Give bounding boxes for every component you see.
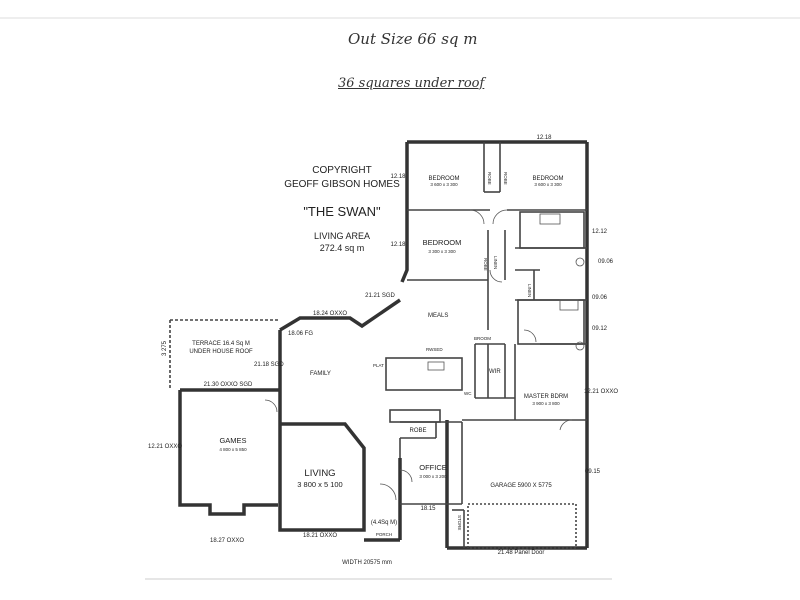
dim-1221-right: 12.21 OXXO <box>584 389 618 395</box>
family-label: FAMILY <box>310 371 331 377</box>
dim-2148: 21.48 Panel Door <box>498 550 545 556</box>
dim-1821: 18.21 OXXO <box>303 533 337 539</box>
dim-1827: 18.27 OXXO <box>210 538 244 544</box>
bedroom2-name: BEDROOM <box>532 176 563 182</box>
dim-3275: 3 275 <box>162 340 168 356</box>
rwsed-label: RWSED <box>426 347 443 352</box>
dim-1221-left: 12.21 OXXO <box>148 444 182 450</box>
dim-2121-sgd: 21.21 SGD <box>365 293 395 299</box>
bedroom2-size: 3 600 x 3 300 <box>534 182 562 187</box>
terrace-sub: UNDER HOUSE ROOF <box>189 349 253 355</box>
model-name: "THE SWAN" <box>303 204 381 219</box>
garage-label: GARAGE 5900 X 5775 <box>490 483 552 489</box>
wc-label: WC <box>464 391 472 396</box>
office-name: OFFICE <box>419 463 447 472</box>
dim-1806: 18.06 FG <box>288 331 313 337</box>
fixtures <box>427 213 585 371</box>
porch-area: (4.4Sq M) <box>371 520 397 526</box>
dim-2118: 21.18 SGD <box>254 362 284 368</box>
master-name: MASTER BDRM <box>524 394 568 400</box>
meals-label: MEALS <box>428 313 448 319</box>
living-size: 3 800 x 5 100 <box>297 480 342 489</box>
dim-2130: 21.30 OXXO SGD <box>204 382 253 388</box>
dim-0915: 09.15 <box>585 469 601 475</box>
door-swings <box>264 209 573 501</box>
dim-0912: 09.12 <box>592 326 608 332</box>
dim-1212: 12.12 <box>592 229 608 235</box>
robe-b-label: ROBE <box>503 172 508 185</box>
living-area-value: 272.4 sq m <box>319 243 365 253</box>
dim-width: WIDTH 20575 mm <box>342 560 392 566</box>
internal-walls <box>169 142 587 549</box>
games-name: GAMES <box>219 436 246 445</box>
linen1-label: LINEN <box>493 256 498 269</box>
bedroom3-size: 3 300 x 3 300 <box>428 249 456 254</box>
bedroom1-size: 3 600 x 3 300 <box>430 182 458 187</box>
living-name: LIVING <box>304 468 335 479</box>
living-area-label: LIVING AREA <box>313 231 371 241</box>
title-block: COPYRIGHT GEOFF GIBSON HOMES "THE SWAN" … <box>262 165 422 253</box>
robe-c-label: ROBE <box>483 258 488 271</box>
bedroom1-name: BEDROOM <box>428 176 459 182</box>
office-size: 3 000 x 3 200 <box>419 474 447 479</box>
plat-label: PLAT <box>373 363 384 368</box>
robe-d-label: ROBE <box>409 428 426 434</box>
dim-1218-left-a: 12.18 <box>390 174 406 180</box>
store-label: STORE <box>457 515 462 530</box>
bedroom3-name: BEDROOM <box>423 238 462 247</box>
dim-1815: 18.15 <box>420 506 436 512</box>
dim-1218-top: 12.18 <box>536 135 552 141</box>
dim-0906-a: 09.06 <box>598 259 614 265</box>
terrace-name: TERRACE 16.4 Sq M <box>192 341 250 347</box>
handwritten-note-squares: 36 squares under roof <box>338 76 485 91</box>
builder-name: GEOFF GIBSON HOMES <box>284 179 400 190</box>
linen2-label: LINEN <box>527 284 532 297</box>
porch-label: PORCH <box>376 532 392 537</box>
wir-label: WIR <box>489 369 501 375</box>
games-size: 4 800 x 5 850 <box>219 447 247 452</box>
copyright-label: COPYRIGHT <box>312 165 372 176</box>
master-size: 3 900 x 3 800 <box>532 401 560 406</box>
robe-a-label: ROBE <box>487 172 492 185</box>
handwritten-note-size: Out Size 66 sq m <box>348 30 478 48</box>
dim-0906-b: 09.06 <box>592 295 608 301</box>
broom-label: BROOM <box>474 336 491 341</box>
dim-1218-left-b: 12.18 <box>390 242 406 248</box>
dim-1824: 18.24 OXXO <box>313 311 347 317</box>
